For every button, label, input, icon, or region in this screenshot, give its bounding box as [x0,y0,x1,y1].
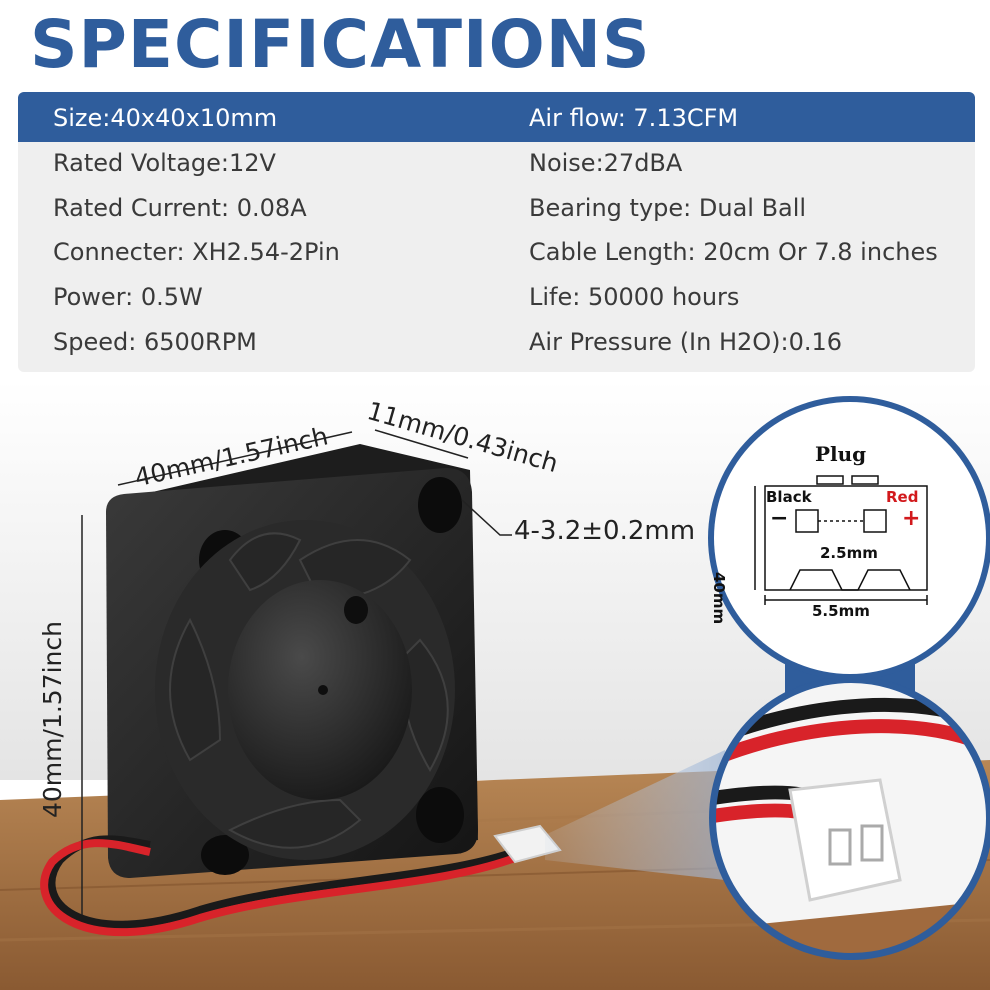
mount-hole-top-right [418,477,462,533]
plug-plus-sign: + [902,506,921,531]
hub-logo [318,685,328,695]
plug-diagram-circle [714,402,986,674]
dimension-lines [81,429,512,915]
plug-width-label: 5.5mm [812,602,870,620]
spec-air-flow: Air flow: 7.13CFM [529,104,739,132]
spec-bearing-type: Bearing type: Dual Ball [529,194,807,222]
plug-black-label: Black [766,488,812,506]
plug-title: Plug [815,442,867,466]
spec-rated-voltage: Rated Voltage:12V [53,149,276,177]
plug-red-label: Red [886,488,919,506]
plug-minus-sign: − [770,506,789,531]
specifications-header-band [18,92,975,142]
page-title: SPECIFICATIONS [30,6,651,83]
mount-hole-callout: 4-3.2±0.2mm [514,516,696,546]
specifications-table: Size:40x40x10mm Rated Voltage:12V Rated … [18,92,975,372]
spec-noise: Noise:27dBA [529,149,683,177]
mount-hole-bottom-right [416,787,464,843]
zoom-beam [545,750,725,880]
dim-height-label: 40mm/1.57inch [38,621,67,818]
plug-pitch-label: 2.5mm [820,544,878,562]
spec-rated-current: Rated Current: 0.08A [53,194,307,222]
spec-size: Size:40x40x10mm [53,104,278,132]
fan-scene-graphic [0,380,990,990]
spec-speed: Speed: 6500RPM [53,328,257,356]
spec-connecter: Connecter: XH2.54-2Pin [53,238,340,266]
product-illustration: 40mm/1.57inch 11mm/0.43inch 40mm/1.57inc… [0,380,990,990]
hub-dimple [344,596,368,624]
spec-air-pressure: Air Pressure (In H2O):0.16 [529,328,843,356]
spec-cable-length: Cable Length: 20cm Or 7.8 inches [529,238,938,266]
spec-power: Power: 0.5W [53,283,203,311]
plug-height-label: 40mm [710,572,728,625]
mount-hole-bottom-left [201,835,249,875]
cable-red [40,839,522,937]
plug-drawing [754,475,928,605]
spec-life: Life: 50000 hours [529,283,740,311]
